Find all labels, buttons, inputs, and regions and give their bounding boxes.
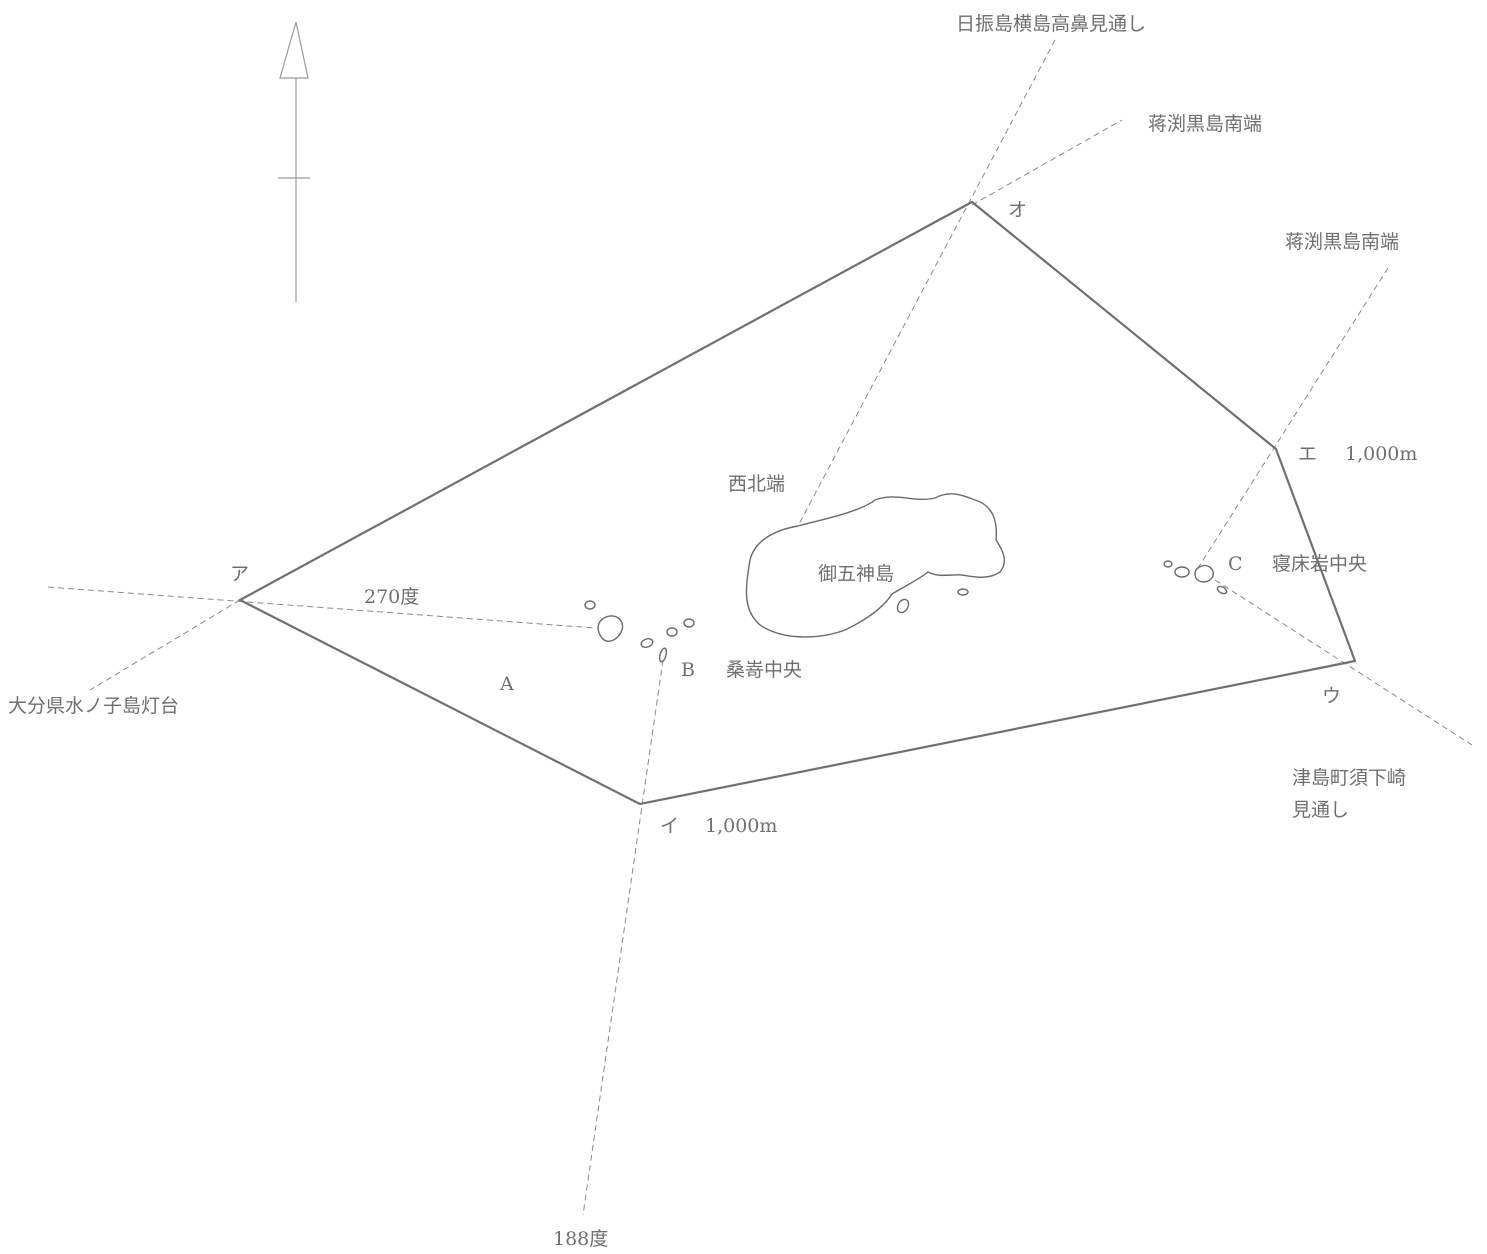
sight-lines <box>47 39 1473 1216</box>
gokamijima-label: 御五神島 <box>818 563 894 585</box>
sight-line-hiburijima <box>797 39 1056 527</box>
northwest-end-label: 西北端 <box>728 473 785 495</box>
reference-mark-b: B <box>681 659 695 681</box>
tsushima-sight-label-line2: 見通し <box>1292 799 1349 821</box>
sight-line-mizunokojima <box>89 599 241 691</box>
islet <box>896 598 910 614</box>
reference-mark-c: C <box>1228 553 1243 575</box>
sight-line-kurojima-2 <box>1197 267 1389 569</box>
reference-mark-a: A <box>499 673 514 695</box>
sight-line-kurojima-1 <box>971 119 1123 206</box>
point-i-distance: 1,000m <box>705 815 777 837</box>
nedokoiwa-rocks <box>1163 560 1228 595</box>
north-arrow-icon <box>278 21 310 302</box>
bearing-west-label: 270度 <box>364 586 419 608</box>
point-a-label: ア <box>230 563 249 585</box>
hiburijima-sight-label: 日振島横島高鼻見通し <box>956 13 1146 35</box>
kurojima-south-label-1: 蒋渕黒島南端 <box>1148 113 1262 135</box>
sight-line-south-188 <box>582 659 664 1216</box>
point-i-label: イ <box>660 815 679 837</box>
point-e-distance: 1,000m <box>1345 443 1417 465</box>
bearing-south-label: 188度 <box>553 1228 608 1250</box>
islet <box>957 588 969 596</box>
point-e-label: エ <box>1298 443 1317 465</box>
kuwagi-rocks <box>584 600 695 663</box>
kurojima-south-label-2: 蒋渕黒島南端 <box>1285 231 1399 253</box>
gokamijima-island <box>745 493 1006 638</box>
area-boundary <box>237 200 1357 806</box>
sight-line-west-270 <box>47 586 596 629</box>
kuwagi-center-label: 桑嵜中央 <box>726 659 802 681</box>
nedokoiwa-center-label: 寝床岩中央 <box>1272 553 1367 575</box>
tsushima-sight-label-line1: 津島町須下崎 <box>1292 767 1406 789</box>
point-o-label: オ <box>1008 199 1027 221</box>
point-u-label: ウ <box>1322 685 1341 707</box>
mizunokojima-lighthouse-label: 大分県水ノ子島灯台 <box>8 695 179 717</box>
